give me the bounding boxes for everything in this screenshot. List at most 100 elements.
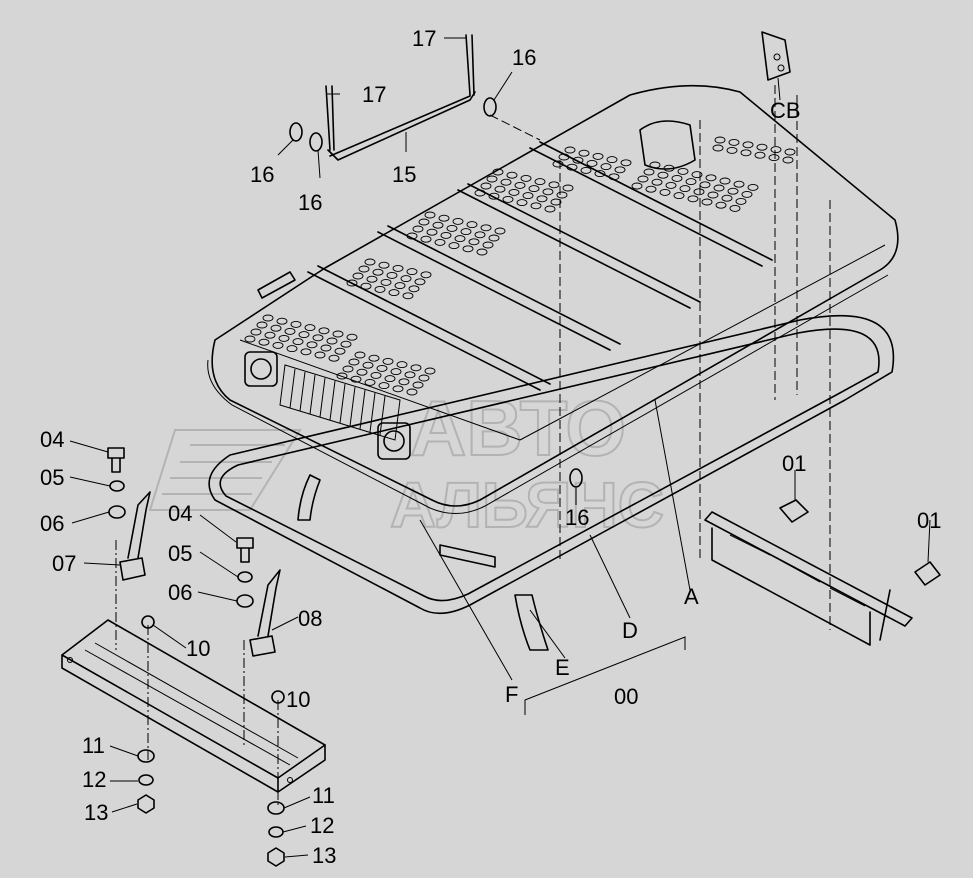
vent-hole: [520, 174, 532, 182]
vent-hole: [564, 146, 576, 154]
vent-hole: [502, 195, 514, 203]
washer-16: [569, 468, 583, 488]
vent-hole: [402, 292, 414, 300]
vent-hole: [721, 194, 733, 202]
callout-f: F: [505, 682, 518, 707]
vent-hole: [364, 378, 376, 386]
vent-hole: [258, 338, 270, 346]
vent-hole: [643, 168, 655, 176]
vent-hole: [544, 205, 556, 213]
vent-hole: [372, 268, 384, 276]
vent-hole: [412, 381, 424, 389]
callout-05: 05: [40, 465, 64, 490]
vent-hole: [572, 156, 584, 164]
vent-hole: [336, 372, 348, 380]
vent-hole: [614, 166, 626, 174]
vent-hole: [382, 357, 394, 365]
vent-hole: [620, 159, 632, 167]
vent-hole: [312, 334, 324, 342]
vent-hole: [272, 341, 284, 349]
vent-hole: [412, 225, 424, 233]
vent-hole: [404, 371, 416, 379]
vent-hole: [420, 271, 432, 279]
vent-hole: [754, 151, 766, 159]
vent-hole: [705, 174, 717, 182]
callout-10: 10: [186, 636, 210, 661]
vent-hole: [671, 174, 683, 182]
vent-hole: [552, 160, 564, 168]
vent-hole: [328, 354, 340, 362]
vent-hole: [432, 221, 444, 229]
vent-hole: [486, 175, 498, 183]
vent-hole: [506, 171, 518, 179]
vent-hole: [712, 144, 724, 152]
vent-hole: [378, 261, 390, 269]
latch-base-plate: [61, 619, 326, 793]
vent-hole: [360, 282, 372, 290]
vent-hole: [354, 351, 366, 359]
vent-hole: [677, 167, 689, 175]
callout-04: 04: [40, 427, 64, 452]
vent-hole: [488, 234, 500, 242]
vent-hole: [594, 170, 606, 178]
vent-hole: [262, 314, 274, 322]
vent-hole: [508, 188, 520, 196]
callout-06: 06: [40, 511, 64, 536]
washer-16: [483, 97, 497, 117]
vent-hole: [304, 324, 316, 332]
vent-hole: [673, 192, 685, 200]
vent-hole: [452, 217, 464, 225]
vent-hole: [740, 149, 752, 157]
vent-hole: [488, 192, 500, 200]
vent-hole: [482, 241, 494, 249]
grab-rail: [289, 34, 583, 488]
vent-hole: [362, 361, 374, 369]
vent-hole: [735, 197, 747, 205]
vent-hole: [244, 335, 256, 343]
vent-hole: [424, 211, 436, 219]
vent-hole: [474, 189, 486, 197]
vent-hole: [434, 238, 446, 246]
vent-hole: [727, 187, 739, 195]
callout-11: 11: [82, 733, 105, 758]
vent-hole: [390, 368, 402, 376]
vent-hole: [534, 178, 546, 186]
vent-hole: [665, 181, 677, 189]
watermark-text-1: АВТО: [410, 384, 626, 472]
vent-hole: [691, 171, 703, 179]
vent-hole: [480, 224, 492, 232]
vent-hole: [606, 156, 618, 164]
vent-hole: [586, 159, 598, 167]
vent-hole: [448, 242, 460, 250]
vent-hole: [685, 178, 697, 186]
vent-hole: [406, 268, 418, 276]
vent-hole: [284, 327, 296, 335]
vent-hole: [332, 330, 344, 338]
callout-13: 13: [84, 800, 108, 825]
vent-hole: [663, 164, 675, 172]
vent-hole: [374, 285, 386, 293]
seal-ring: [208, 314, 895, 615]
callout-10: 10: [286, 687, 310, 712]
right-lamp: [377, 422, 411, 460]
callout-16: 16: [512, 45, 536, 70]
callout-12: 12: [310, 813, 334, 838]
vent-hole: [400, 275, 412, 283]
vent-hole: [394, 282, 406, 290]
vent-hole: [719, 177, 731, 185]
vent-hole: [300, 348, 312, 356]
vent-hole: [460, 228, 472, 236]
vent-hole: [276, 317, 288, 325]
vent-hole: [715, 201, 727, 209]
callout-01: 01: [782, 451, 806, 476]
vent-hole: [536, 195, 548, 203]
roof-hatch: [639, 120, 696, 170]
vent-hole: [726, 146, 738, 154]
vent-hole: [350, 375, 362, 383]
vent-hole: [314, 351, 326, 359]
vent-hole: [476, 248, 488, 256]
vent-hole: [264, 331, 276, 339]
vent-hole: [406, 232, 418, 240]
vent-hole: [528, 185, 540, 193]
